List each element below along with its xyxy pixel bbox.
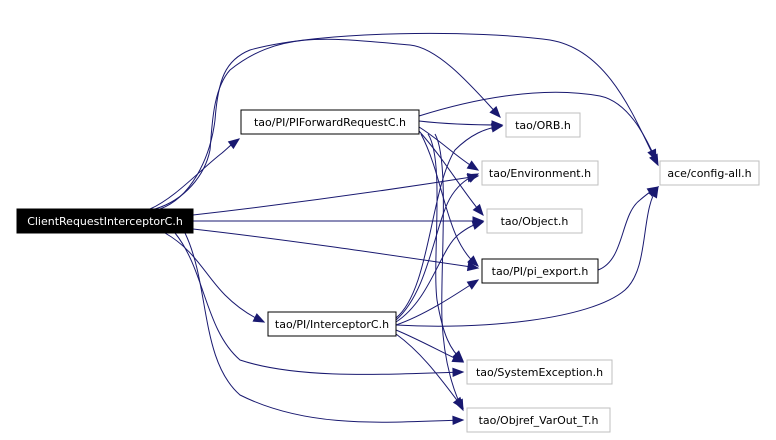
- edge-interceptor-to-env: [395, 173, 480, 321]
- edge-line: [395, 329, 464, 363]
- edge-pfr-to-object: [418, 130, 484, 217]
- edge-line: [434, 133, 464, 411]
- edge-line: [395, 186, 659, 327]
- edge-main-to-orb: [154, 38, 501, 210]
- edge-line: [418, 91, 657, 161]
- edge-line: [395, 125, 503, 319]
- edge-line: [418, 130, 484, 216]
- node-label: tao/PI/PIForwardRequestC.h: [254, 116, 406, 129]
- edge-line: [184, 232, 464, 423]
- node-orb[interactable]: tao/ORB.h: [505, 112, 581, 138]
- node-pfr[interactable]: tao/PI/PIForwardRequestC.h: [240, 109, 420, 135]
- arrow-icon: [467, 255, 479, 267]
- edge-pfr-to-env: [418, 126, 480, 171]
- edge-interceptor-to-orb: [395, 123, 504, 319]
- arrow-icon: [489, 106, 501, 118]
- edge-line: [427, 133, 464, 362]
- arrow-icon: [452, 396, 464, 410]
- edge-line: [395, 221, 484, 323]
- node-varout[interactable]: tao/Objref_VarOut_T.h: [466, 407, 611, 433]
- edge-line: [192, 228, 479, 269]
- node-box: [659, 160, 760, 186]
- edge-interceptor-to-object: [395, 220, 485, 323]
- node-box: [16, 208, 194, 234]
- node-box: [505, 112, 581, 138]
- arrow-icon: [646, 186, 660, 197]
- edge-line: [174, 232, 464, 375]
- node-box: [466, 359, 613, 385]
- arrow-icon: [647, 148, 657, 162]
- edge-line: [159, 32, 659, 210]
- node-box: [267, 311, 397, 337]
- node-pi-export[interactable]: tao/PI/pi_export.h: [481, 258, 599, 284]
- node-label: tao/PI/pi_export.h: [492, 265, 589, 278]
- edge-line: [395, 173, 479, 321]
- node-config[interactable]: ace/config-all.h: [659, 160, 760, 186]
- edge-pfr-to-config: [418, 91, 657, 162]
- nodes-layer: ClientRequestInterceptorC.h tao/PI/PIForw…: [16, 109, 760, 433]
- edge-line: [418, 120, 503, 126]
- edge-line: [154, 38, 501, 210]
- edge-pi_export-to-config: [597, 186, 660, 271]
- edge-interceptor-to-sysexc: [395, 329, 465, 363]
- arrow-icon: [466, 261, 480, 272]
- edge-line: [149, 138, 240, 210]
- arrow-icon: [466, 160, 480, 171]
- edge-interceptor-to-pi_export: [395, 279, 480, 326]
- node-sysexc[interactable]: tao/SystemException.h: [466, 359, 613, 385]
- node-main: ClientRequestInterceptorC.h: [16, 208, 194, 234]
- arrow-icon: [227, 138, 241, 150]
- node-label: tao/Object.h: [501, 215, 569, 228]
- arrow-icon: [490, 123, 504, 133]
- arrow-icon: [471, 220, 485, 230]
- arrow-icon: [466, 173, 480, 183]
- arrow-icon: [452, 415, 465, 426]
- edge-main-to-pfr: [149, 138, 241, 210]
- edge-line: [597, 186, 659, 271]
- node-env[interactable]: tao/Environment.h: [481, 160, 599, 186]
- edge-main-to-interceptor: [164, 232, 266, 323]
- arrow-icon: [252, 313, 266, 323]
- edge-line: [164, 232, 265, 323]
- node-label: tao/SystemException.h: [476, 366, 603, 379]
- node-box: [240, 109, 420, 135]
- arrow-icon: [451, 353, 465, 363]
- edge-main-to-pi_export: [192, 228, 480, 272]
- edge-main-to-varout: [184, 232, 465, 426]
- edge-pfr-to-orb: [418, 120, 504, 130]
- edge-interceptor-to-varout: [395, 333, 464, 410]
- arrow-icon: [452, 367, 465, 378]
- node-label: ClientRequestInterceptorC.h: [27, 215, 183, 228]
- node-box: [466, 407, 611, 433]
- node-box: [481, 258, 599, 284]
- node-label: tao/Environment.h: [489, 167, 591, 180]
- edge-main-to-sysexc: [174, 232, 465, 378]
- edge-pfr-to-varout: [434, 133, 464, 412]
- edges-layer: [149, 32, 660, 426]
- node-label: tao/Objref_VarOut_T.h: [479, 414, 599, 427]
- node-box: [481, 160, 599, 186]
- node-box: [486, 208, 583, 234]
- node-label: tao/ORB.h: [515, 119, 571, 132]
- arrow-icon: [466, 279, 480, 290]
- node-label: ace/config-all.h: [667, 167, 751, 180]
- arrow-icon: [472, 203, 484, 217]
- node-interceptor[interactable]: tao/PI/InterceptorC.h: [267, 311, 397, 337]
- node-object[interactable]: tao/Object.h: [486, 208, 583, 234]
- node-label: tao/PI/InterceptorC.h: [275, 318, 389, 331]
